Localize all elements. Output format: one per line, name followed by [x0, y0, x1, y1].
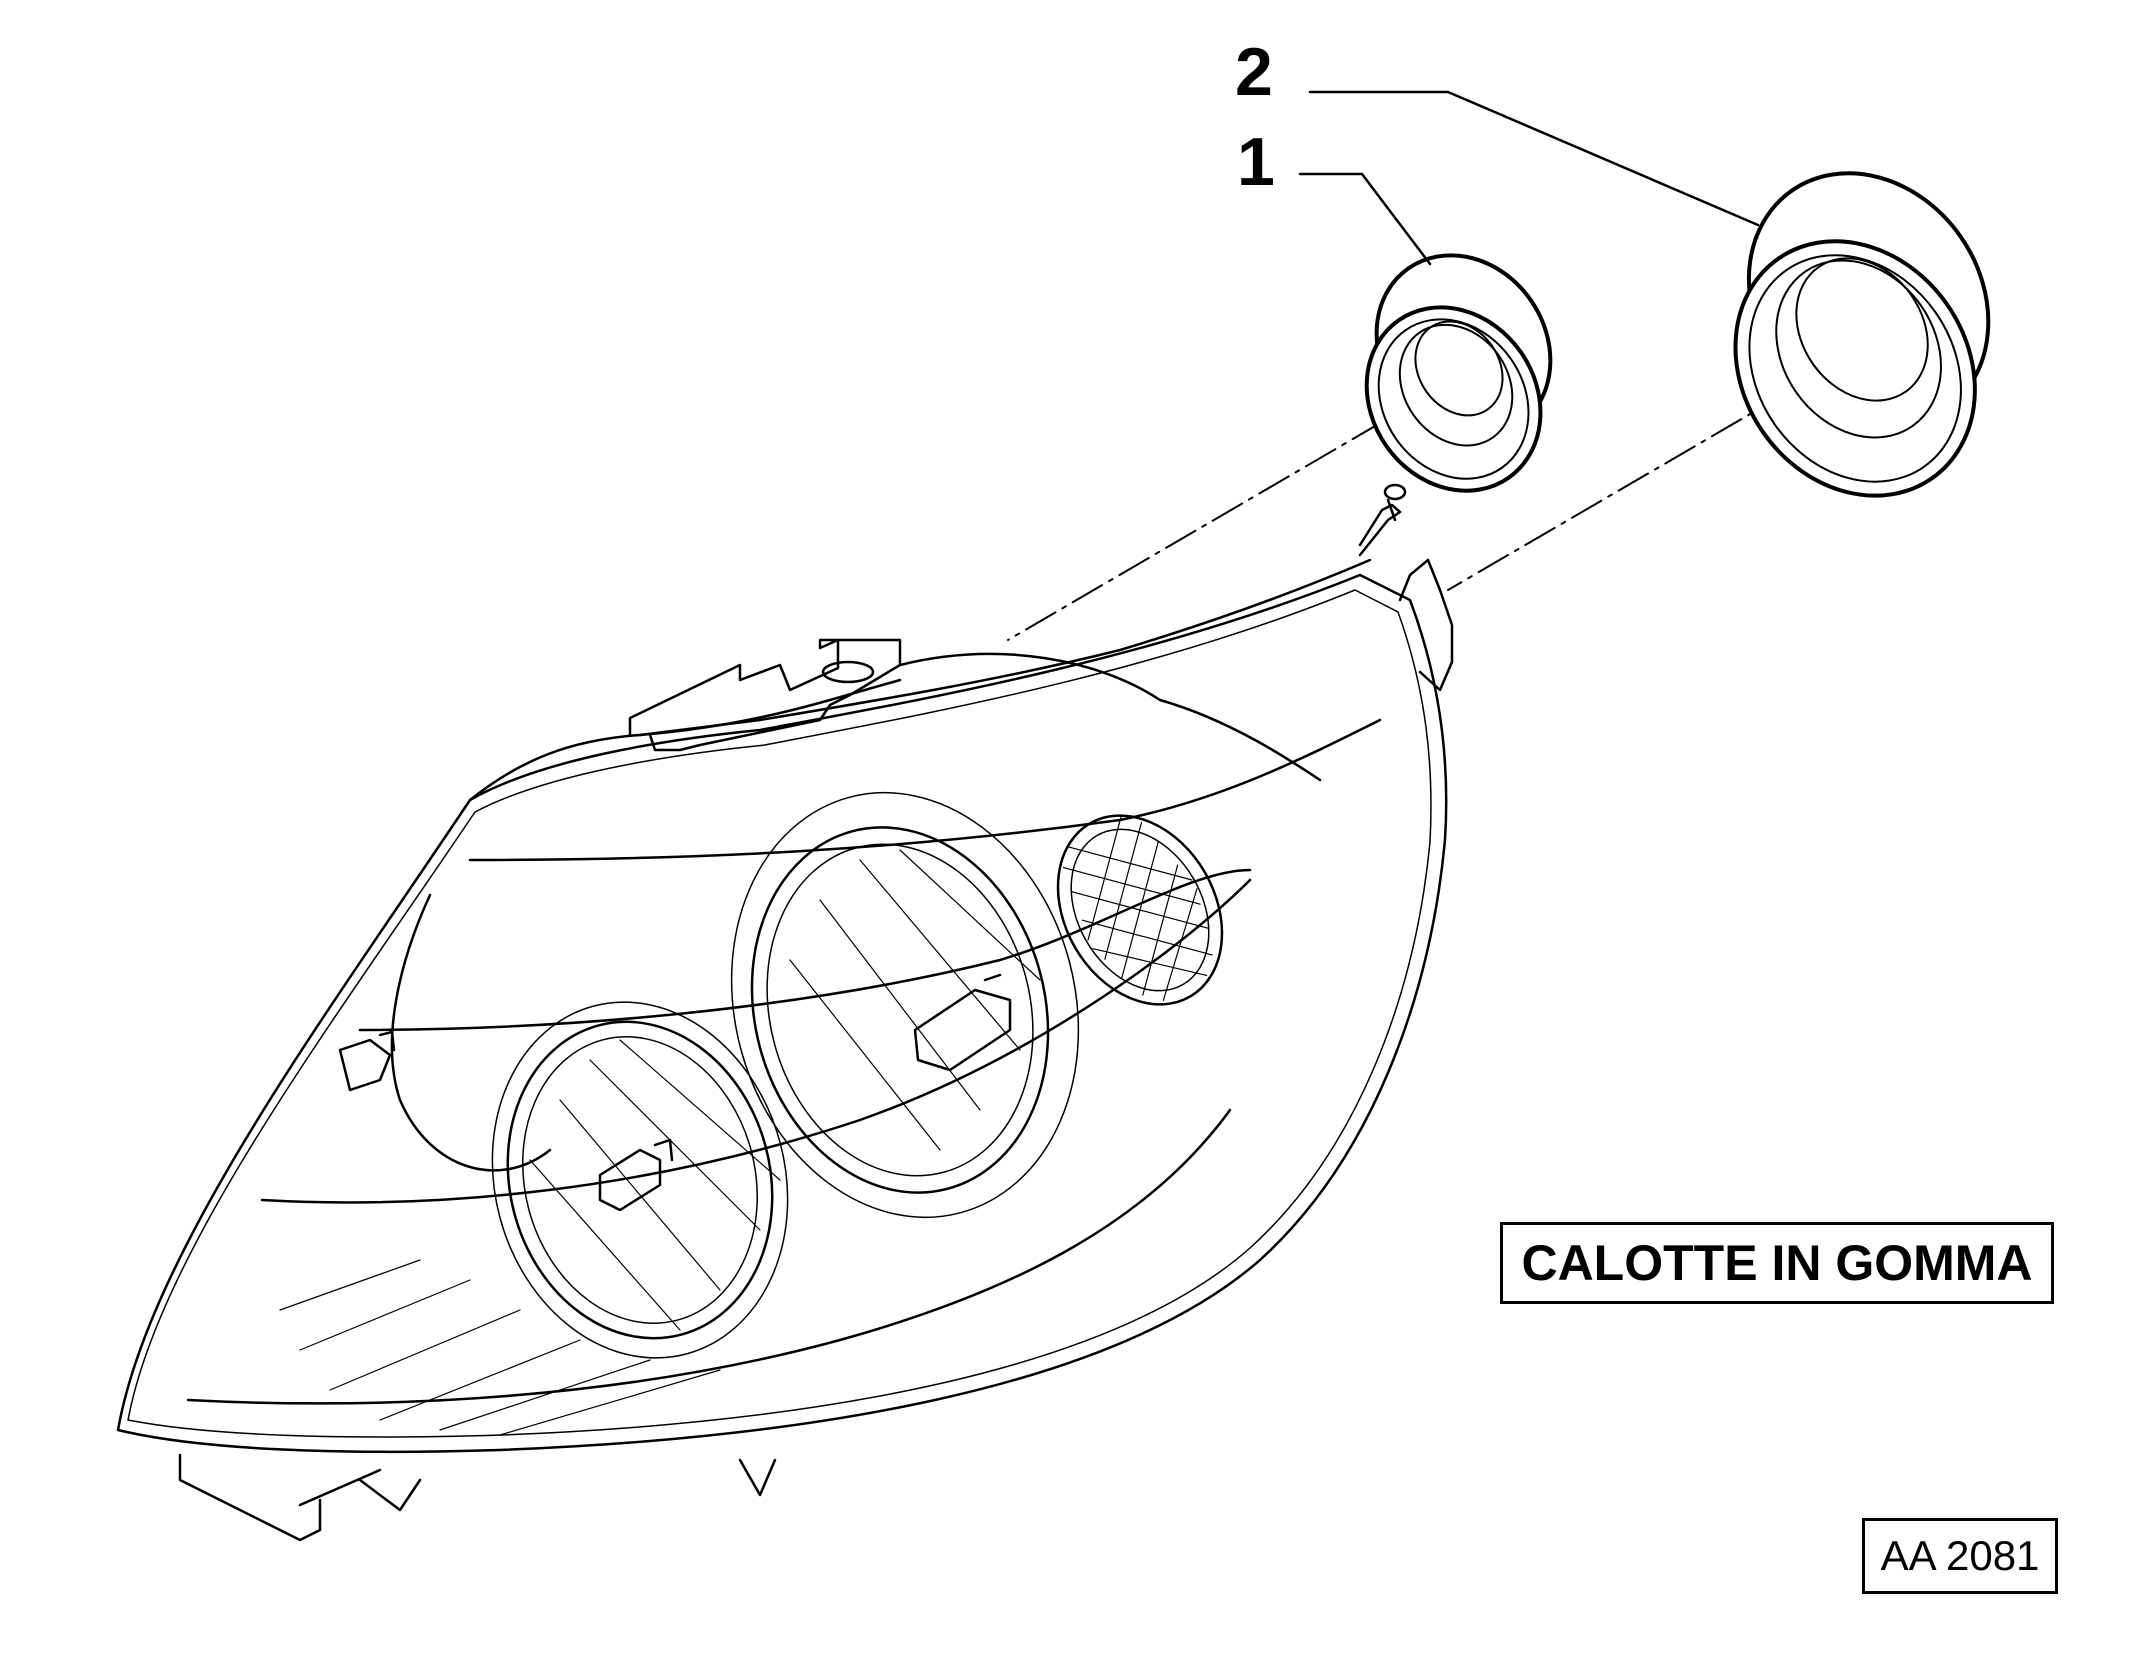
caption-box: CALOTTE IN GOMMA [1500, 1222, 2054, 1304]
bottom-mount-tabs [178, 1453, 777, 1542]
housing-rim [638, 678, 902, 737]
low-beam-bulb-icon [598, 1138, 674, 1212]
caption-text: CALOTTE IN GOMMA [1521, 1235, 2033, 1291]
reflector-dome [898, 652, 1322, 782]
lens-outline-inner [127, 589, 1432, 1438]
callout-label-1: 1 [1237, 124, 1275, 200]
adjuster-knob [1383, 483, 1407, 501]
bracket-slot [821, 660, 875, 684]
turn-signal-chamber [390, 893, 552, 1172]
drawing-code-text: AA 2081 [1880, 1532, 2040, 1579]
axis-cap-1 [1007, 421, 1383, 641]
adjuster-rod [1358, 503, 1402, 557]
housing-top [468, 558, 1372, 802]
lower-serrations [279, 1259, 721, 1436]
high-beam-bulb-icon [913, 973, 1012, 1072]
rubber-cap-large [1733, 171, 1991, 498]
leader-lines [1298, 90, 1760, 266]
axis-cap-2 [1447, 391, 1789, 591]
side-bulb-icon [338, 1030, 396, 1092]
top-bracket [628, 638, 902, 752]
callout-label-2: 2 [1235, 34, 1273, 110]
rubber-cap-small [1364, 253, 1553, 493]
leader-line-2 [1308, 90, 1760, 227]
assembly-axes [1007, 391, 1789, 641]
low-beam-reflector [491, 1001, 789, 1359]
connector-clip [1398, 558, 1454, 692]
lens-outline [116, 573, 1448, 1454]
mesh-lamp [1056, 814, 1224, 1006]
drawing-code-box: AA 2081 [1862, 1518, 2058, 1594]
headlamp-assembly [116, 483, 1454, 1542]
leader-line-1 [1298, 172, 1432, 266]
high-beam-reflector [730, 791, 1080, 1219]
